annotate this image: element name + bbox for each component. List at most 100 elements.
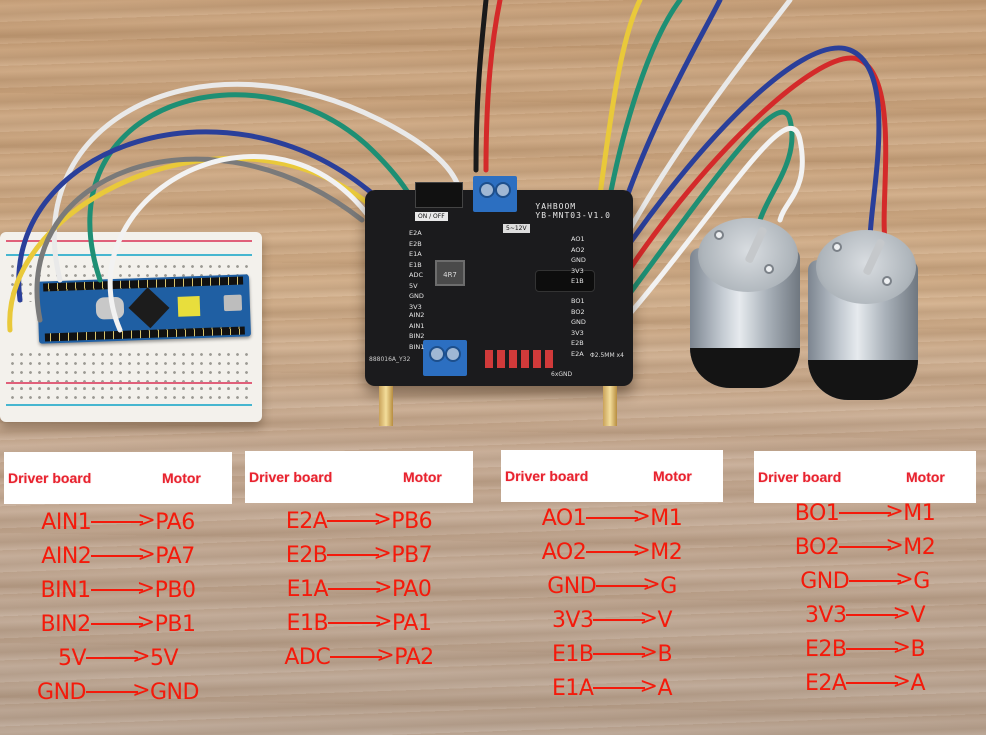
gnd-header-label: 6xGND [551,371,573,378]
header-motor: Motor [906,469,945,485]
arrow-right-icon: > [593,642,658,664]
mapping-row: BO1>M1 [754,497,976,531]
header-motor: Motor [403,469,442,485]
pin-label: AIN2 [409,311,425,319]
arrow-right-icon: > [839,535,904,557]
power-switch[interactable] [415,182,463,208]
target-pin: V [657,608,673,633]
driver-pin: 3V3 [804,603,847,628]
mapping-row: E1A>PA0 [245,573,473,607]
breadboard-ground-rail [6,404,252,406]
arrow-right-icon: > [328,611,393,633]
mapping-row: E2B>B [754,633,976,667]
mapping-row: GND>G [754,565,976,599]
driver-pin: E2A [804,671,847,696]
power-terminal [473,176,517,212]
table-header: Driver board Motor [245,451,473,503]
pin-label: E2A [409,229,422,237]
table-header: Driver board Motor [4,452,232,504]
target-pin: M2 [650,540,683,565]
screw [882,276,892,286]
pin-label: E2B [409,239,422,248]
pin-label: BO2 [571,307,585,316]
arrow-right-icon: > [328,577,393,599]
pin-label: E1B [571,277,584,285]
breadboard-holes [8,384,248,404]
header-motor: Motor [653,468,692,484]
arrow-right-icon: > [90,612,155,634]
motor-shaft [744,226,768,264]
mapping-row: E2B>PB7 [245,539,473,573]
pin-label: 3V3 [571,328,584,337]
arrow-right-icon: > [596,574,661,596]
capacitor [535,270,595,292]
mapping-row: GND>G [501,570,723,604]
pin-label: 5V [409,281,418,290]
mapping-row: GND>GND [4,676,232,710]
pin-label: E2A [571,349,584,358]
voltage-label: 5~12V [503,224,530,233]
arrow-right-icon: > [593,676,658,698]
target-pin: M1 [903,501,936,526]
pin-label: AO1 [571,235,585,243]
arrow-right-icon: > [90,578,155,600]
table-header: Driver board Motor [754,451,976,503]
target-pin: PA2 [394,645,434,670]
motor-driver-board: ON / OFF 5~12V YAHBOOM YB-MNT03-V1.0 4R7… [365,176,633,426]
arrow-right-icon: > [846,603,911,625]
header-driver-board: Driver board [758,469,842,485]
mapping-row: E1B>B [501,638,723,672]
target-pin: PA0 [392,577,432,602]
arrow-right-icon: > [86,646,150,668]
breadboard-power-rail [6,382,252,384]
target-pin: PA7 [155,544,195,569]
driver-pin: BIN2 [40,612,92,637]
driver-pin: 5V [57,646,87,671]
pin-label: 3V3 [571,266,584,275]
arrow-right-icon: > [849,569,914,591]
target-pin: PB1 [154,612,196,637]
screw [764,264,774,274]
arrow-right-icon: > [846,671,911,693]
inductor: 4R7 [435,260,465,286]
driver-pin: E1B [551,642,594,667]
breadboard-power-rail [6,240,252,242]
encoder-motor-a [690,218,800,388]
wire [473,0,489,173]
standoff [379,386,393,426]
brand-name: YAHBOOM [535,202,577,211]
left-pins-top: E2A E2B E1A E1B ADC 5V GND 3V3 [409,228,424,312]
driver-pin: BO1 [794,501,840,526]
driver-pin: AIN2 [41,544,92,569]
right-pins-bottom: BO1 BO2 GND 3V3 E2B E2A [571,296,586,359]
wire [34,156,365,323]
target-pin: B [657,642,673,667]
target-pin: G [660,574,677,599]
pin-label: AIN1 [409,321,425,330]
motor-face [816,230,916,304]
pin-label: E1B [409,260,422,269]
mapping-row: BIN1>PB0 [4,574,232,608]
arrow-right-icon: > [86,680,150,702]
switch-label: ON / OFF [415,212,448,221]
target-pin: PA1 [392,611,432,636]
mapping-row: ADC>PA2 [245,641,473,675]
mapping-row: AO1>M1 [501,502,723,536]
header-driver-board: Driver board [249,469,333,485]
driver-pin: GND [547,574,597,599]
right-pins-top: AO1 AO2 GND 3V3 E1B [571,234,586,287]
wire [601,55,889,313]
screw [714,230,724,240]
pin-label: GND [571,256,586,264]
mapping-row: E2A>A [754,667,976,701]
header-driver-board: Driver board [8,470,92,486]
standoff [603,386,617,426]
mapping-row: AIN1>PA6 [4,506,232,540]
mapping-row: 5V>5V [4,642,232,676]
